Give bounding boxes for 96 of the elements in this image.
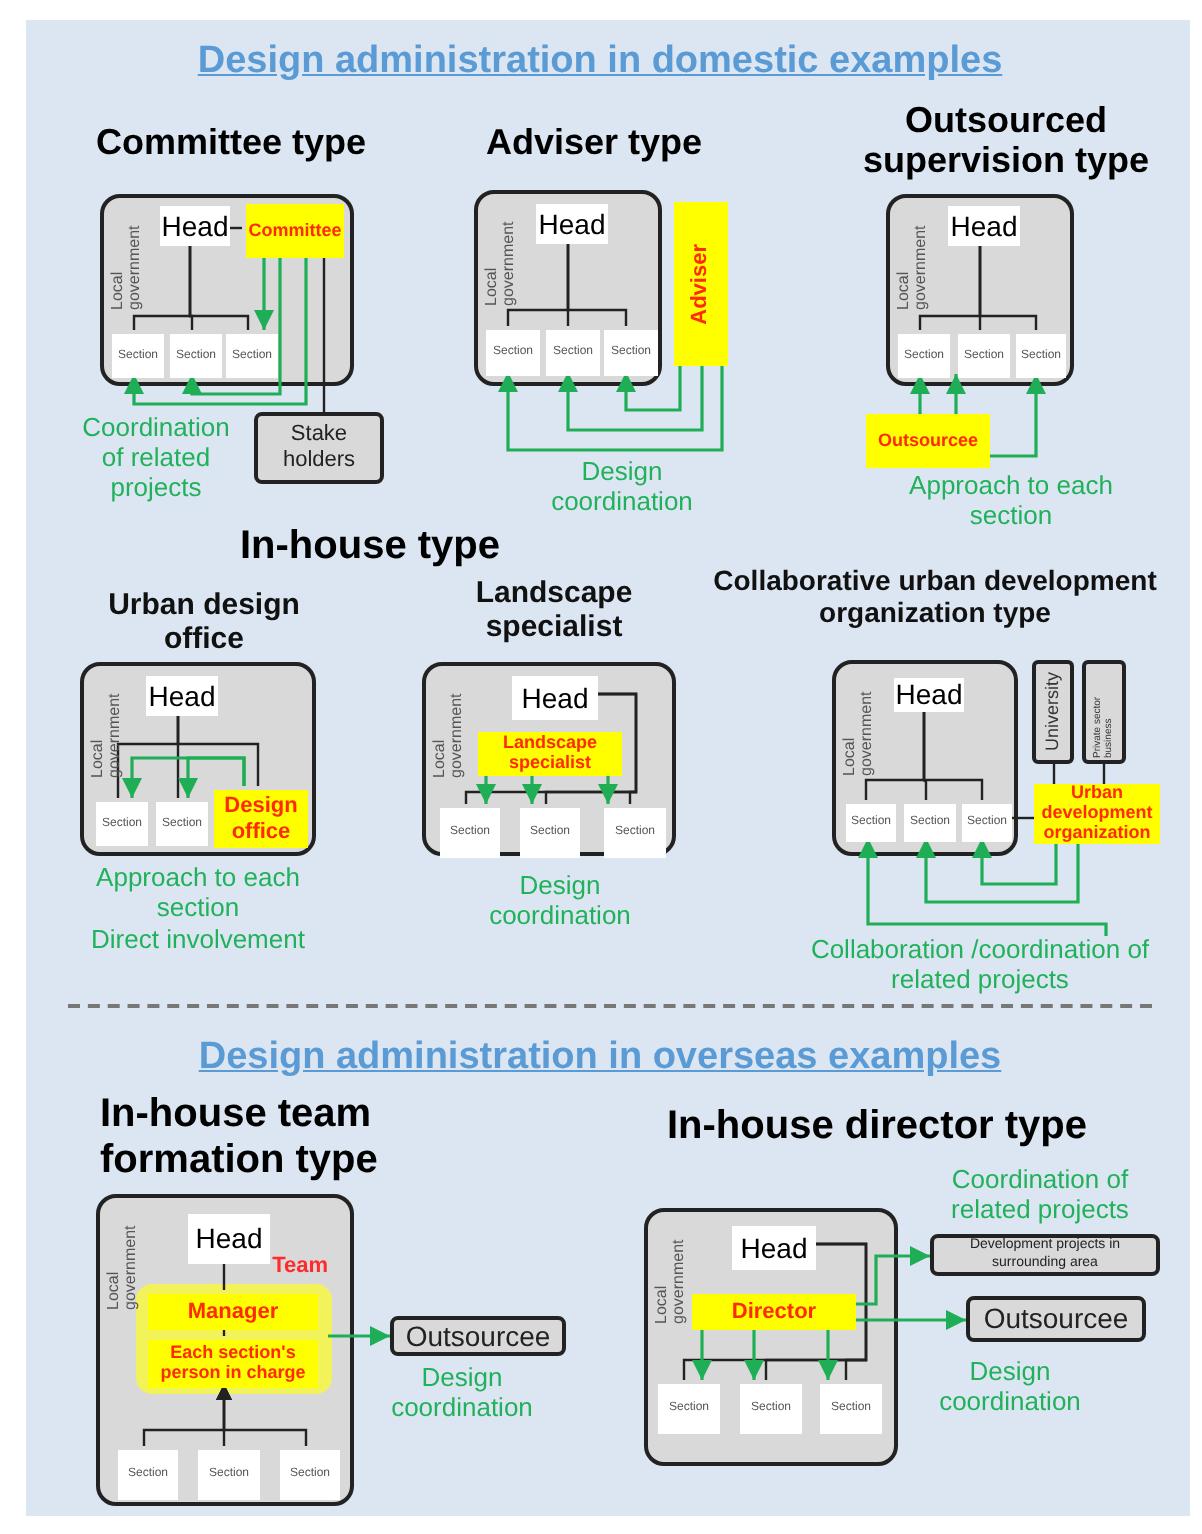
- vertical-label: Local government: [432, 691, 466, 778]
- arrow: [910, 374, 930, 414]
- annotation-text: Direct involvement: [89, 926, 307, 956]
- annotation-text: Coordination of related projects: [80, 414, 232, 504]
- connector-line: [322, 254, 326, 412]
- role-box: Committee: [246, 204, 344, 258]
- organization-box: Outsourcee: [966, 1296, 1146, 1342]
- vertical-label: Local government: [110, 223, 144, 310]
- team-label: Team: [272, 1256, 328, 1278]
- role-box: Adviser: [674, 202, 728, 366]
- organization-box: Outsourcee: [390, 1316, 566, 1356]
- connector-line: [594, 692, 638, 804]
- head-box: Head: [188, 1214, 270, 1264]
- arrow: [498, 366, 724, 452]
- arrow: [558, 366, 704, 432]
- role-box: Director: [692, 1294, 856, 1330]
- connector-line: [978, 242, 1038, 330]
- connector-line: [566, 240, 628, 326]
- arrow: [852, 1246, 930, 1306]
- arrow: [616, 366, 682, 412]
- role-box: Each section's person in charge: [148, 1340, 318, 1388]
- role-box: Urban development organization: [1034, 784, 1160, 844]
- vertical-label: Local government: [90, 691, 124, 778]
- connector-line: [226, 226, 242, 230]
- vertical-label: Local government: [654, 1237, 688, 1324]
- vertical-label: Local government: [896, 223, 930, 310]
- head-box: Head: [512, 676, 598, 720]
- connector-line: [1008, 816, 1034, 820]
- connector-line: [222, 1326, 226, 1336]
- role-box: Landscape specialist: [478, 732, 622, 776]
- type-heading: In-house director type: [664, 1104, 1090, 1149]
- connector-line: [188, 242, 250, 330]
- type-heading: Committee type: [93, 122, 369, 163]
- vertical-label: Local government: [106, 1223, 140, 1310]
- annotation-text: Design coordination: [487, 872, 633, 932]
- connector-line: [176, 712, 260, 786]
- organization-box: [832, 660, 1018, 856]
- type-heading: Adviser type: [483, 122, 705, 163]
- arrow: [216, 1384, 308, 1446]
- arrow: [182, 254, 282, 396]
- arrow: [692, 1326, 712, 1380]
- arrow: [328, 1326, 390, 1346]
- organization-box: [100, 194, 354, 386]
- connector-line: [922, 708, 984, 800]
- connector-line: [1052, 764, 1056, 784]
- type-heading: Landscape specialist: [473, 578, 635, 644]
- role-box: Outsourcee: [866, 414, 990, 468]
- annotation-text: Design coordination: [389, 1364, 535, 1424]
- type-heading: Outsourced supervision type: [860, 100, 1152, 181]
- connector-line: [1102, 764, 1106, 784]
- annotation-text: Coordination of related projects: [949, 1166, 1131, 1226]
- annotation-text: Approach to each section: [907, 472, 1115, 532]
- type-heading: Urban design office: [106, 590, 302, 656]
- head-box: Head: [146, 676, 218, 716]
- vertical-label: Local government: [484, 219, 518, 306]
- organization-box: [422, 662, 676, 856]
- role-box: Design office: [214, 790, 308, 848]
- arrow: [852, 1310, 966, 1330]
- arrow: [990, 374, 1046, 458]
- organization-box: [80, 662, 316, 856]
- organization-box: [96, 1194, 354, 1506]
- head-box: Head: [536, 204, 608, 244]
- type-heading: In-house type: [237, 524, 502, 569]
- head-box: Head: [732, 1226, 816, 1270]
- organization-box: [886, 194, 1074, 386]
- annotation-text: Collaboration /coordination of related projects: [810, 936, 1150, 1000]
- arrow: [972, 838, 1058, 886]
- connector-line: [222, 1260, 226, 1290]
- arrow: [818, 1326, 838, 1380]
- arrow: [744, 1326, 764, 1380]
- head-box: Head: [894, 678, 964, 712]
- organization-box: Stake holders: [254, 412, 384, 484]
- role-box: Manager: [148, 1294, 318, 1330]
- section-heading: Design administration in overseas examples: [196, 1034, 1004, 1082]
- vertical-label: Local government: [842, 689, 876, 776]
- arrow: [254, 254, 274, 330]
- arrow: [946, 374, 966, 414]
- arrow: [522, 772, 542, 804]
- annotation-text: Design coordination: [937, 1358, 1083, 1418]
- organization-box: [644, 1208, 898, 1466]
- connector-line: [812, 1242, 868, 1380]
- arrow: [124, 254, 308, 406]
- type-heading: In-house team formation type: [100, 1092, 380, 1184]
- organization-box: [474, 190, 662, 386]
- annotation-text: Design coordination: [549, 458, 695, 518]
- head-box: Head: [948, 206, 1020, 246]
- annotation-text: Approach to each section: [94, 864, 302, 924]
- type-heading: Collaborative urban development organization type: [711, 564, 1159, 629]
- section-heading: Design administration in domestic examples: [195, 38, 1005, 86]
- organization-box: University: [1032, 660, 1074, 764]
- arrow: [178, 756, 246, 798]
- arrow: [858, 838, 1108, 936]
- arrow: [598, 772, 618, 804]
- arrow: [916, 838, 1080, 904]
- head-box: Head: [160, 206, 230, 246]
- arrow: [476, 772, 496, 804]
